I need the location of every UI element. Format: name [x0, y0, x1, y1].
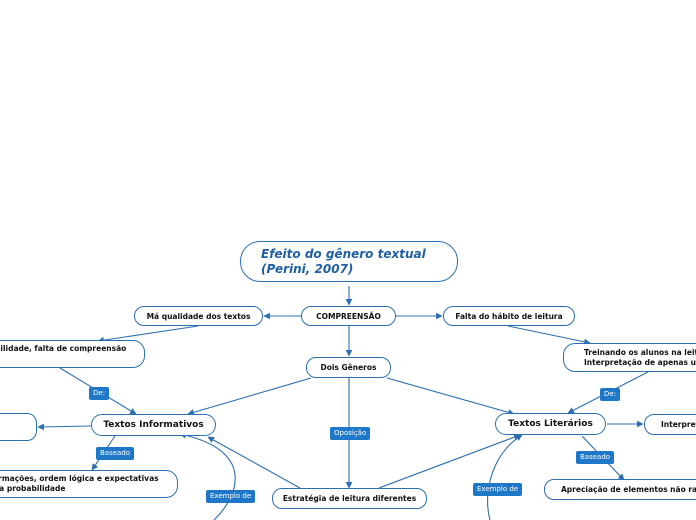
topic-textos-literarios[interactable]: Textos Literários: [495, 413, 606, 435]
topic-interpret[interactable]: Interpret: [644, 414, 696, 435]
topic-compreensao[interactable]: COMPREENSÃO: [301, 306, 396, 326]
label-baseado-left: Baseado: [96, 447, 135, 460]
link-dois-generos-literarios: [386, 377, 515, 416]
topic-informacoes-line2: ita probabilidade: [0, 484, 66, 493]
root-title-line2: (Perini, 2007): [261, 261, 354, 276]
topic-left-empty[interactable]: [0, 413, 37, 441]
label-oposicao: Oposição: [330, 427, 371, 440]
link-estrategia-informativos: [207, 436, 301, 489]
topic-informacoes[interactable]: ormações, ordem lógica e expectativas it…: [0, 470, 178, 498]
topic-treinando-line2: Interpretação de apenas um: [584, 357, 696, 367]
root-topic[interactable]: Efeito do gênero textual (Perini, 2007): [240, 241, 458, 282]
topic-informacoes-line1: ormações, ordem lógica e expectativas: [0, 474, 159, 483]
topic-estrategia[interactable]: Estratégia de leitura diferentes: [272, 488, 427, 509]
label-de-left: De:: [89, 387, 110, 400]
label-exemplo-left: Exemplo de: [206, 490, 256, 503]
label-exemplo-right: Exemplo de: [473, 483, 523, 496]
topic-ilegibilidade[interactable]: bilidade, falta de compreensão s: [0, 340, 145, 368]
topic-treinando[interactable]: Treinando os alunos na leitu Interpretaç…: [563, 343, 696, 372]
label-de-right: De:: [600, 388, 621, 401]
link-estrategia-literarios: [378, 434, 521, 489]
link-exemplo-left: [179, 432, 236, 520]
link-falta-habito-treinando: [507, 325, 591, 346]
link-informativos-left-node: [37, 423, 92, 431]
topic-ma-qualidade[interactable]: Má qualidade dos textos: [134, 306, 263, 326]
topic-apreciacao[interactable]: Apreciação de elementos não racio: [544, 479, 696, 500]
link-dois-generos-informativos: [187, 377, 312, 416]
topic-treinando-line1: Treinando os alunos na leitu: [584, 347, 696, 357]
link-exemplo-right: [487, 434, 523, 520]
root-title-line1: Efeito do gênero textual: [261, 246, 426, 261]
label-baseado-right: Baseado: [576, 451, 615, 464]
topic-dois-generos[interactable]: Dois Gêneros: [306, 357, 391, 378]
topic-ilegibilidade-line1: bilidade, falta de compreensão: [0, 344, 127, 353]
topic-textos-informativos[interactable]: Textos Informativos: [91, 414, 216, 436]
topic-falta-habito[interactable]: Falta do hábito de leitura: [443, 306, 575, 326]
link-ma-qualidade-ilegibilidade: [97, 325, 199, 344]
topic-ilegibilidade-line2: s: [0, 354, 138, 364]
